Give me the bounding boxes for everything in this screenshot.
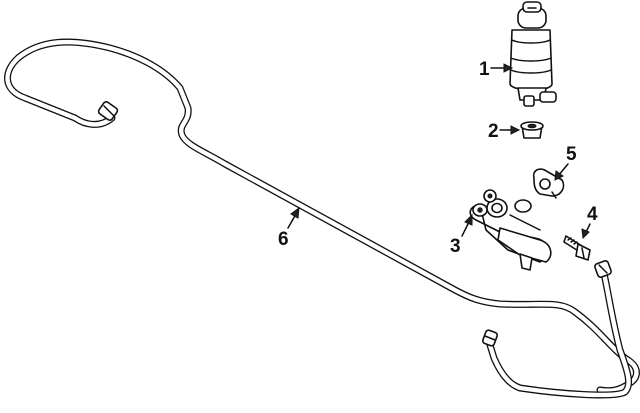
callout-2: 2: [488, 121, 499, 142]
grommet: [520, 121, 544, 139]
bolt: [563, 235, 591, 261]
nozzle-assembly: [469, 189, 552, 271]
washer-hose: [4, 38, 640, 399]
mounting-clip: [532, 168, 565, 199]
callout-5: 5: [566, 144, 577, 165]
callout-arrows: [287, 63, 591, 240]
callout-4: 4: [587, 204, 598, 225]
callout-1: 1: [479, 59, 490, 80]
callout-6: 6: [278, 229, 289, 250]
washer-pump: [509, 1, 557, 107]
callout-3: 3: [450, 236, 461, 257]
